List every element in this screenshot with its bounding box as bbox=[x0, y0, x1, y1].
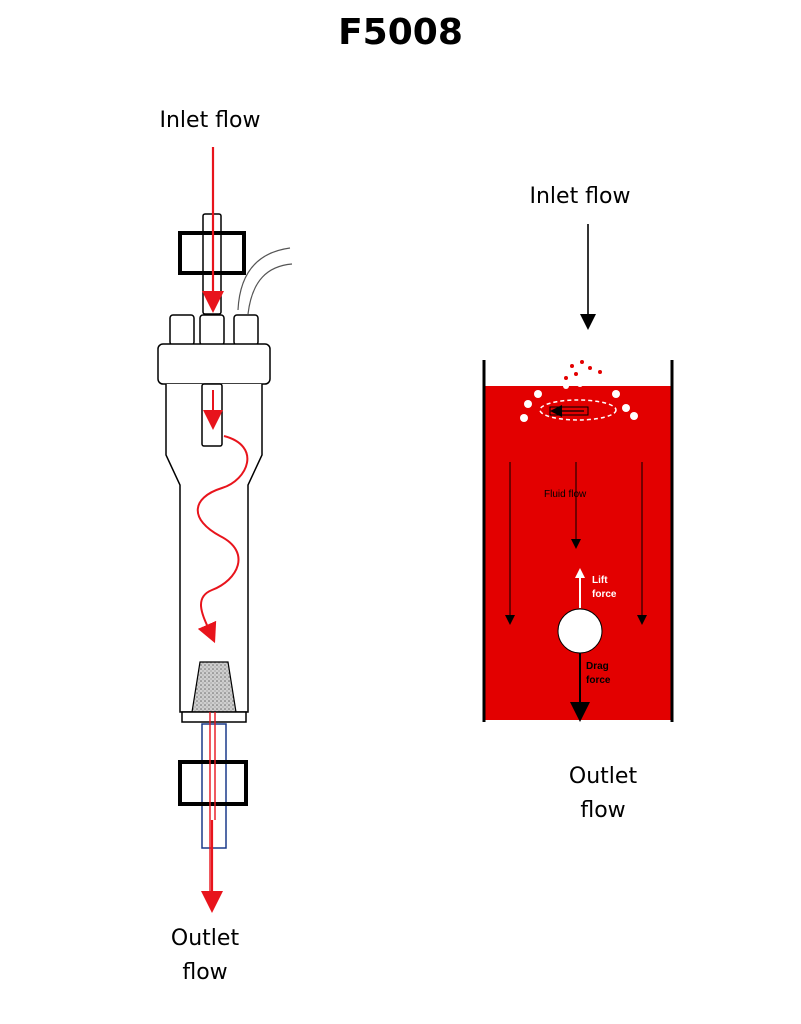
splash-droplets bbox=[520, 381, 638, 422]
meander-flow-arrow bbox=[196, 435, 249, 644]
right-outlet-label-1: Outlet bbox=[568, 764, 638, 789]
fluid-flow-label: Fluid flow bbox=[544, 489, 587, 500]
side-cable-2 bbox=[247, 263, 293, 315]
splash-ring bbox=[539, 399, 617, 421]
column-cap bbox=[157, 343, 271, 385]
right-inlet-label: Inlet flow bbox=[529, 184, 631, 209]
right-outlet-label-2: flow bbox=[580, 798, 626, 823]
left-inlet-label: Inlet flow bbox=[159, 108, 261, 133]
frit bbox=[191, 661, 237, 713]
lift-force-label-2: force bbox=[592, 589, 617, 600]
lift-force-arrowhead bbox=[575, 568, 585, 578]
lift-force-label-1: Lift bbox=[592, 575, 608, 586]
fitting-right bbox=[233, 314, 259, 346]
page-title: F5008 bbox=[338, 12, 463, 53]
bottom-nut bbox=[178, 760, 248, 806]
drag-force-label-2: force bbox=[586, 675, 611, 686]
particle bbox=[557, 608, 603, 654]
spray-droplets bbox=[564, 360, 602, 380]
left-outlet-label-2: flow bbox=[182, 960, 228, 985]
left-outlet-label-1: Outlet bbox=[170, 926, 240, 951]
fitting-center bbox=[199, 314, 225, 346]
fluid-region bbox=[484, 386, 672, 720]
bottom-plate bbox=[181, 711, 247, 723]
side-cable-1 bbox=[237, 247, 291, 311]
outlet-tube bbox=[201, 723, 227, 849]
fitting-left bbox=[169, 314, 195, 346]
drag-force-label-1: Drag bbox=[586, 661, 609, 672]
